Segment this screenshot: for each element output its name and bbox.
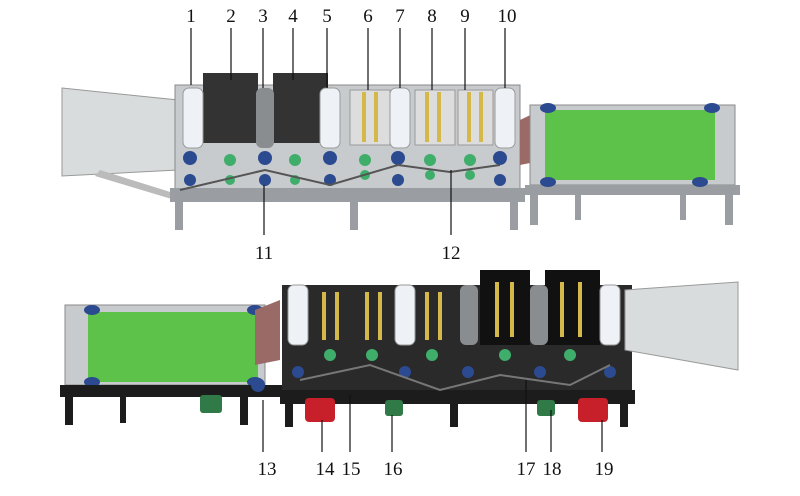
brush-bristles xyxy=(362,92,483,142)
brush-box xyxy=(480,270,530,345)
motor-green xyxy=(537,400,555,416)
bearing-blocks xyxy=(540,103,720,187)
transfer-plate xyxy=(255,300,280,365)
top-machine xyxy=(61,73,740,230)
part-label-2: 2 xyxy=(226,6,236,27)
bottom-leg xyxy=(285,402,293,427)
part-label-16: 16 xyxy=(384,459,403,480)
conveyor-leg xyxy=(575,195,581,220)
top-base xyxy=(170,188,525,202)
conveyor-leg xyxy=(725,195,733,225)
brush-box xyxy=(545,270,600,345)
motor-red xyxy=(305,398,335,422)
gears-green xyxy=(324,349,576,361)
conveyor-base xyxy=(525,185,740,195)
conveyor-leg xyxy=(530,195,538,225)
conveyor-leg xyxy=(65,395,73,425)
brush-box xyxy=(457,89,494,146)
part-label-4: 4 xyxy=(288,6,298,27)
drive-sprockets xyxy=(183,151,507,186)
part-label-7: 7 xyxy=(395,6,405,27)
motor-red xyxy=(578,398,608,422)
conveyor-leg xyxy=(240,395,248,425)
part-label-12: 12 xyxy=(442,243,461,264)
chain xyxy=(179,163,501,191)
part-label-17: 17 xyxy=(517,459,536,480)
top-leg xyxy=(175,200,183,230)
conveyor-leg xyxy=(680,195,686,220)
part-label-15: 15 xyxy=(342,459,361,480)
part-label-3: 3 xyxy=(258,6,268,27)
part-labels: 1 2 3 4 5 6 7 8 9 10 11 12 13 14 15 16 1… xyxy=(186,6,613,480)
brush-bristles xyxy=(322,282,582,340)
motor-green xyxy=(200,395,222,413)
part-label-11: 11 xyxy=(255,243,273,264)
brush-box xyxy=(414,89,456,146)
green-belt xyxy=(88,312,258,382)
conveyor-base xyxy=(60,385,285,397)
drive-sprockets xyxy=(251,366,616,392)
part-label-13: 13 xyxy=(258,459,277,480)
inlet-chute xyxy=(61,87,179,177)
part-label-18: 18 xyxy=(543,459,562,480)
rollers xyxy=(182,87,516,149)
part-label-14: 14 xyxy=(316,459,336,480)
conveyor-leg xyxy=(120,395,126,423)
inlet-support xyxy=(95,170,180,200)
leader-lines xyxy=(190,28,603,452)
rollers xyxy=(287,284,621,346)
part-label-9: 9 xyxy=(460,6,470,27)
motor-green xyxy=(385,400,403,416)
part-label-1: 1 xyxy=(186,6,196,27)
part-label-19: 19 xyxy=(595,459,614,480)
bottom-leg xyxy=(620,402,628,427)
outlet-chute xyxy=(624,281,739,371)
brush-box xyxy=(273,73,328,143)
part-label-5: 5 xyxy=(322,6,332,27)
top-leg xyxy=(350,200,358,230)
bottom-machine xyxy=(60,270,739,427)
part-label-6: 6 xyxy=(363,6,373,27)
green-belt xyxy=(545,110,715,180)
part-label-10: 10 xyxy=(498,6,517,27)
bottom-leg xyxy=(450,402,458,427)
brush-box xyxy=(349,89,391,146)
chain xyxy=(299,363,611,392)
top-leg xyxy=(510,200,518,230)
brush-box xyxy=(203,73,258,143)
part-label-8: 8 xyxy=(427,6,437,27)
